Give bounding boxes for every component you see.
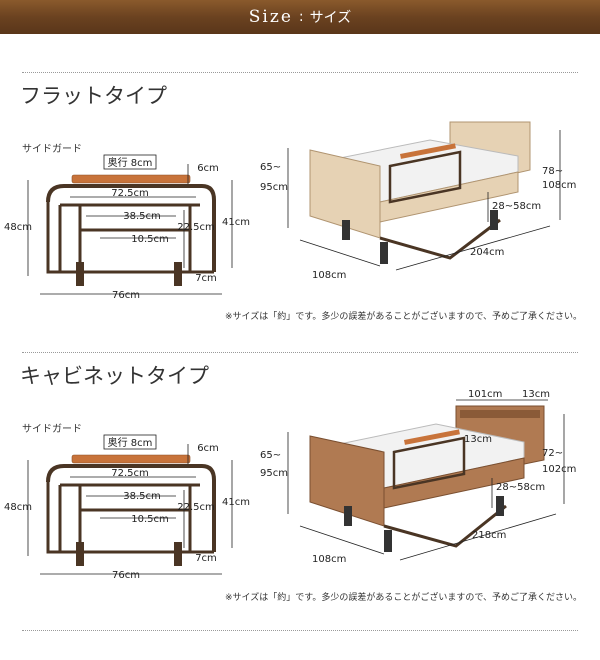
- dim-height-outer: 48cm: [4, 222, 32, 233]
- bed-diagram-cabinet: 65~ 95cm 72~ 102cm 101cm 13cm 13cm 28~58…: [260, 389, 576, 565]
- size-note: ※サイズは「約」です。多少の誤差があることがございますので、予めご了承ください。: [225, 312, 583, 322]
- dim-bed-height-left-1: 65~: [260, 162, 281, 173]
- dim-inner-mid: 38.5cm: [123, 211, 161, 222]
- dim-bed-height-left-2: 95cm: [260, 468, 288, 479]
- dim-inner-top: 72.5cm: [111, 188, 149, 199]
- bed-leg: [490, 210, 498, 230]
- dim-bed-width: 108cm: [312, 554, 346, 565]
- dim-inner-height: 22.5cm: [177, 502, 215, 513]
- side-guard-diagram-cabinet: 奥行 8cm 72.5cm 38.5cm 10.5cm 22.5cm 6cm 4…: [4, 434, 250, 581]
- dim-bed-height-right-2: 108cm: [542, 180, 576, 191]
- dim-bed-length: 218cm: [472, 530, 506, 541]
- dim-bed-floor: 28~58cm: [496, 482, 545, 493]
- dim-bed-height-left-2: 95cm: [260, 182, 288, 193]
- bed-leg: [380, 242, 388, 264]
- dim-top-gap: 6cm: [197, 443, 219, 454]
- size-note: ※サイズは「約」です。多少の誤差があることがございますので、予めご了承ください。: [225, 593, 583, 603]
- bed-base: [379, 218, 501, 260]
- side-guard-diagram-flat: 奥行 8cm 72.5cm 38.5cm 10.5cm 22.5cm 6cm 4…: [4, 154, 250, 301]
- dim-width: 76cm: [112, 570, 140, 581]
- guard-wood-bar: [71, 454, 191, 464]
- depth-label: 奥行 8cm: [108, 156, 153, 169]
- guard-leg: [174, 262, 182, 286]
- bed-cabinet-top: [460, 410, 540, 418]
- guard-wood-bar: [71, 174, 191, 184]
- dim-inner-top: 72.5cm: [111, 468, 149, 479]
- dim-cabinet-inner: 13cm: [464, 434, 492, 445]
- bed-side-rail: [388, 150, 462, 204]
- bed-side-rail: [392, 436, 466, 490]
- dim-bed-height-left-1: 65~: [260, 450, 281, 461]
- dim-width: 76cm: [112, 290, 140, 301]
- guard-leg: [76, 262, 84, 286]
- dim-bed-height-right-1: 72~: [542, 448, 563, 459]
- bed-diagram-flat: 65~ 95cm 78~ 108cm 28~58cm 204cm 108cm: [260, 121, 576, 281]
- dim-bed-width: 108cm: [312, 270, 346, 281]
- bed-footboard: [309, 149, 381, 239]
- bed-leg: [342, 220, 350, 240]
- depth-box: [103, 434, 157, 450]
- bed-rail-wood: [400, 143, 456, 159]
- guard-frame-bottom: [46, 202, 214, 274]
- bed-base: [383, 504, 507, 548]
- bed-leg: [344, 506, 352, 526]
- guard-frame-outer: [46, 464, 216, 552]
- dim-cabinet-length: 101cm: [468, 389, 502, 400]
- guard-leg: [76, 542, 84, 566]
- dim-inner-low: 10.5cm: [131, 234, 169, 245]
- dim-height-outer: 48cm: [4, 502, 32, 513]
- section-divider: [22, 72, 578, 73]
- dim-foot: 7cm: [195, 273, 217, 284]
- dim-inner-low: 10.5cm: [131, 514, 169, 525]
- guard-leg: [174, 542, 182, 566]
- section-divider: [22, 352, 578, 353]
- banner-subtitle: サイズ: [309, 10, 352, 26]
- dim-bed-floor: 28~58cm: [492, 201, 541, 212]
- section-divider: [22, 630, 578, 631]
- side-guard-label: サイドガード: [22, 424, 82, 435]
- dim-foot: 7cm: [195, 553, 217, 564]
- bed-rail-wood: [404, 429, 460, 445]
- dim-height-inner: 41cm: [222, 217, 250, 228]
- bed-leg: [384, 530, 392, 552]
- dim-bed-length: 204cm: [470, 247, 504, 258]
- banner-separator: :: [298, 9, 304, 25]
- bed-leg: [496, 496, 504, 516]
- depth-label: 奥行 8cm: [108, 436, 153, 449]
- dim-height-inner: 41cm: [222, 497, 250, 508]
- banner-title: Size: [248, 7, 293, 27]
- section-title-flat: フラットタイプ: [20, 84, 167, 108]
- page-banner: Size : サイズ: [0, 0, 600, 34]
- guard-frame-bottom: [46, 482, 214, 554]
- guard-frame-outer: [46, 184, 216, 272]
- side-guard-label: サイドガード: [22, 144, 82, 155]
- dim-inner-height: 22.5cm: [177, 222, 215, 233]
- depth-box: [103, 154, 157, 170]
- dim-top-gap: 6cm: [197, 163, 219, 174]
- dim-cabinet-depth: 13cm: [522, 389, 550, 400]
- dim-inner-mid: 38.5cm: [123, 491, 161, 502]
- dim-bed-height-right-1: 78~: [542, 166, 563, 177]
- section-title-cabinet: キャビネットタイプ: [20, 364, 209, 388]
- dim-bed-height-right-2: 102cm: [542, 464, 576, 475]
